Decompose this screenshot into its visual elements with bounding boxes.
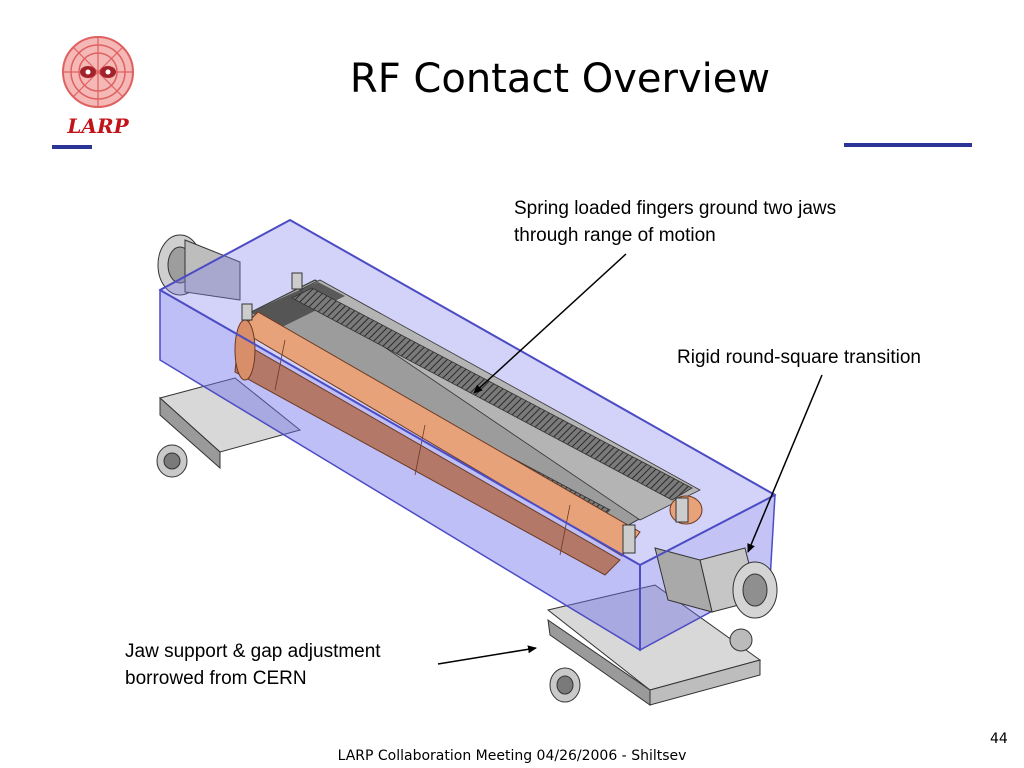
callout-spring-fingers-line2: through range of motion (514, 225, 716, 246)
callout-jaw-support: Jaw support & gap adjustment borrowed fr… (125, 638, 381, 692)
round-square-transition-right (654, 547, 778, 619)
callout-arrow-fingers (473, 253, 627, 394)
callout-arrow-support (437, 645, 537, 665)
vacuum-tank-front-edges (159, 218, 776, 650)
callout-transition-line1: Rigid round-square transition (677, 347, 921, 368)
slide-footer: LARP Collaboration Meeting 04/26/2006 - … (337, 748, 687, 764)
callout-spring-fingers: Spring loaded fingers ground two jaws th… (514, 195, 836, 249)
callout-jaw-support-line2: borrowed from CERN (125, 668, 307, 689)
jaw-support-stand-front (546, 584, 762, 706)
accent-rule-left (52, 145, 92, 149)
accent-rule-right (844, 143, 972, 147)
beam-port-left (157, 234, 241, 301)
callout-transition: Rigid round-square transition (677, 344, 921, 371)
callout-arrow-transition (747, 374, 823, 553)
callout-spring-fingers-line1: Spring loaded fingers ground two jaws (514, 198, 837, 219)
logo-text: LARP (67, 114, 129, 138)
jaw-support-stand-rear (156, 377, 302, 478)
slide-title: RF Contact Overview (349, 56, 771, 102)
collimator-jaw-assembly (234, 272, 703, 576)
callout-jaw-support-line1: Jaw support & gap adjustment (125, 641, 381, 662)
page-number: 44 (990, 731, 1008, 747)
